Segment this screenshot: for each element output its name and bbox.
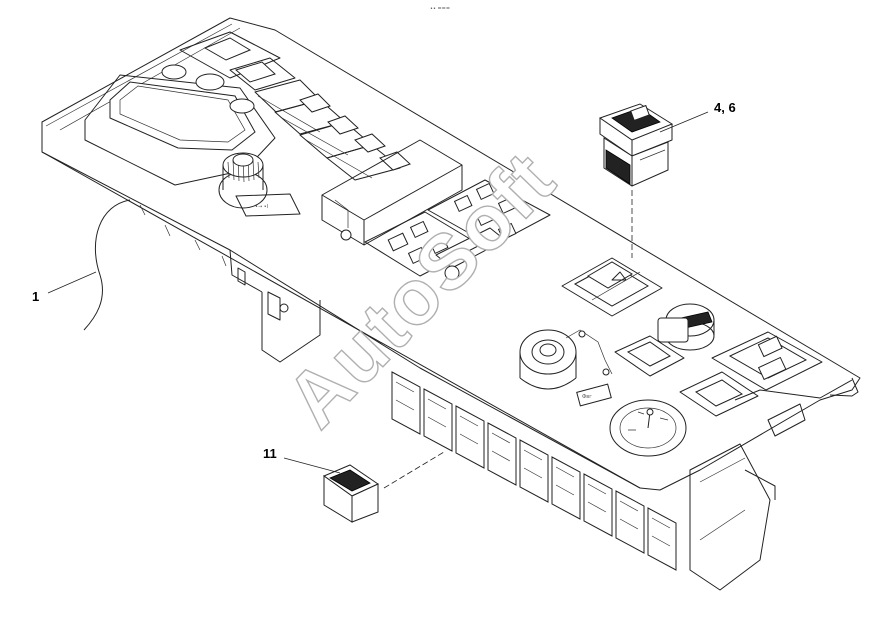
fuse-cell-detail [555,466,575,496]
fuse-cell-detail [651,517,671,547]
fuse-cell [391,371,421,435]
wire-harness [83,199,131,331]
right-switch-block [614,331,823,417]
heater-control: Фвг [519,329,613,407]
dial-tag: •→ •I [255,204,268,210]
fuse-cell-detail [587,483,607,513]
leader-11 [283,457,341,474]
fuse-cell [487,422,517,486]
switch-slot [561,257,663,317]
temperature-dial [609,399,687,457]
leader-1 [47,271,97,294]
heater-tag: Фвг [582,394,592,400]
instrument-display [84,64,276,186]
switch-part-4-6 [598,103,674,187]
dashboard-panel [41,17,861,491]
upper-switch-row [179,31,411,181]
lower-right-housing [689,379,853,591]
fuse-cell-detail [459,415,479,445]
fuse-cell [551,456,581,520]
header-mark: •• === [430,6,450,12]
middle-switch-clusters [364,179,551,281]
fuse-cell [519,439,549,503]
rotary-knob: •→ •I [218,152,301,217]
fuse-cell-detail [491,432,511,462]
fuse-cell [583,473,613,537]
fuse-cell [615,490,645,554]
fuse-cell [647,507,677,571]
fuse-cell-detail [523,449,543,479]
fuse-cell [455,405,485,469]
fuse-cell [423,388,453,452]
assembly-line-11 [383,451,445,489]
callout-11: 11 [263,446,277,461]
callout-1: 1 [32,289,39,304]
relay-part-11 [322,464,380,523]
fuse-cell-detail [619,500,639,530]
fuse-relay-bank [391,371,677,571]
fuse-cell-detail [395,381,415,411]
fuse-cell-detail [427,398,447,428]
leader-4-6 [659,111,709,133]
callout-4-6: 4, 6 [714,100,736,115]
round-connector [657,303,715,351]
